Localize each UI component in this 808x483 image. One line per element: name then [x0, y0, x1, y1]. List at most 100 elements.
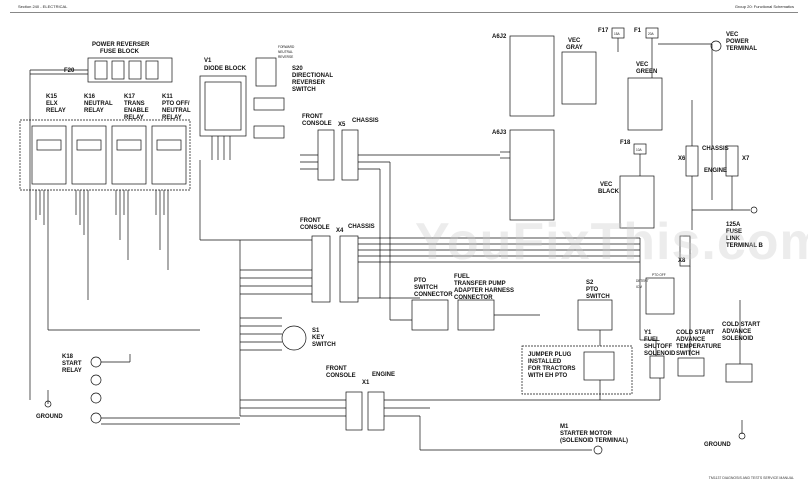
starter-label-1: STARTER MOTOR [560, 431, 612, 437]
a6j3-label: A6J3 [492, 130, 507, 136]
vec-green [627, 77, 663, 131]
s20-switch [255, 57, 277, 87]
trans-label: TRANS [124, 101, 145, 107]
k17-label: K17 [124, 94, 136, 100]
vec-power-terminal [710, 40, 722, 52]
neutral-label: NEUTRAL [84, 101, 113, 107]
x6-connector [685, 145, 699, 177]
pto-connector-label: CONNECTOR [414, 292, 453, 298]
relay-k16 [71, 125, 107, 185]
pto-label-s2: PTO [586, 287, 599, 293]
f20-label: F20 [64, 68, 75, 74]
header-rule [10, 12, 798, 13]
adapter-label: ADAPTER HARNESS [454, 288, 514, 294]
x1-connector-engine [367, 391, 385, 431]
detent-label: DETENT [636, 279, 649, 283]
f17-label: F17 [598, 28, 609, 34]
jumper-plug-box [521, 345, 633, 395]
x4-label: X4 [336, 228, 344, 234]
switch-label-s2: SWITCH [586, 294, 610, 300]
fuse-block-label: FUSE BLOCK [100, 49, 140, 55]
vec-black-label-2: BLACK [598, 189, 620, 195]
k15-label: K15 [46, 94, 58, 100]
relay-box [19, 119, 191, 191]
f1-label: F1 [634, 28, 642, 34]
k16-label: K16 [84, 94, 96, 100]
relay-label-k11: RELAY [162, 115, 182, 121]
key-label: KEY [312, 335, 324, 341]
ground-label-2: GROUND [704, 442, 731, 448]
s1-label: S1 [312, 328, 320, 334]
relay-k11 [151, 125, 187, 185]
vec-power-label-1: VEC [726, 32, 739, 38]
relay-k17 [111, 125, 147, 185]
chassis-label-x5: CHASSIS [352, 118, 379, 124]
k11-label: K11 [162, 94, 173, 100]
directional-label: DIRECTIONAL [292, 73, 333, 79]
s1-key-switch [281, 325, 307, 351]
fuel-label: FUEL [454, 274, 470, 280]
starter-terminal [593, 445, 603, 455]
enable-label: ENABLE [124, 108, 149, 114]
footer-text: TM1137 DIAGNOSIS AND TESTS SERVICE MANUA… [708, 476, 794, 480]
fuel-transfer-connector [457, 299, 495, 331]
connector-label: CONNECTOR [454, 295, 493, 301]
x5-connector-front [317, 129, 335, 181]
v1-label: V1 [204, 58, 212, 64]
power-reverser-label: POWER REVERSER [92, 42, 150, 48]
neutral-small-label: NEUTRAL [278, 50, 293, 54]
jumper-label-4: WITH EH PTO [528, 373, 568, 379]
chassis-label-x4: CHASSIS [348, 224, 375, 230]
pto-off-switch-label: PTO OFF [652, 273, 666, 277]
x4-connector-chassis [339, 235, 359, 303]
switch-label-s1: SWITCH [312, 342, 336, 348]
relay-label-k18: RELAY [62, 368, 82, 374]
pto-switch-label-1: SWITCH [414, 285, 438, 291]
diode-block [199, 75, 247, 137]
cold-start-switch [677, 357, 705, 377]
vec-power-label-3: TERMINAL [726, 46, 757, 52]
f18-label: F18 [620, 140, 631, 146]
console-label-x1: CONSOLE [326, 373, 356, 379]
diode-block-label: DIODE BLOCK [204, 66, 247, 72]
vec-black [619, 175, 655, 229]
front-label-x4: FRONT [300, 218, 321, 224]
relay-label-k15: RELAY [46, 108, 66, 114]
vec-power-label-2: POWER [726, 39, 749, 45]
switch-label: SWITCH [292, 87, 316, 93]
elx-label: ELX [46, 101, 58, 107]
pto-label-1: PTO [414, 278, 427, 284]
start-label: START [62, 361, 82, 367]
pto-detent-switch [645, 277, 675, 315]
x1-label: X1 [362, 380, 370, 386]
x8-connector [679, 235, 691, 267]
cold-solenoid-label-1: COLD START [722, 322, 761, 328]
cold-switch-label-1: COLD START [676, 330, 715, 336]
a6j2-connector [509, 35, 555, 117]
cold-switch-label-2: ADVANCE [676, 337, 705, 343]
x4-connector-front [311, 235, 331, 303]
header-right: Group 20: Functional Schematics [734, 4, 794, 9]
relay-k15 [31, 125, 67, 185]
reverse-small-label: REVERSE [278, 55, 293, 59]
x7-label: X7 [742, 156, 750, 162]
reverser-label: REVERSER [292, 80, 326, 86]
engine-label-x6: ENGINE [704, 168, 727, 174]
pto-switch-connector [411, 299, 449, 331]
relay-label-k17: RELAY [124, 115, 144, 121]
f1-rating: 20A [648, 32, 655, 36]
front-label-x1: FRONT [326, 366, 347, 372]
cold-switch-label-4: SWITCH [676, 351, 700, 357]
forward-label: FORWARD [278, 45, 295, 49]
jumper-label-3: FOR TRACTORS [528, 366, 576, 372]
vec-gray-label-1: VEC [568, 38, 581, 44]
engine-label-x1: ENGINE [372, 372, 395, 378]
fuel-shutoff-label-3: SOLENOID [644, 351, 676, 357]
a6j3-connector [509, 129, 555, 221]
transfer-pump-label: TRANSFER PUMP [454, 281, 506, 287]
k18-terminal-3 [90, 392, 102, 404]
y1-label: Y1 [644, 330, 652, 336]
vec-green-label-1: VEC [636, 62, 649, 68]
jumper-label-1: JUMPER PLUG [528, 352, 572, 358]
